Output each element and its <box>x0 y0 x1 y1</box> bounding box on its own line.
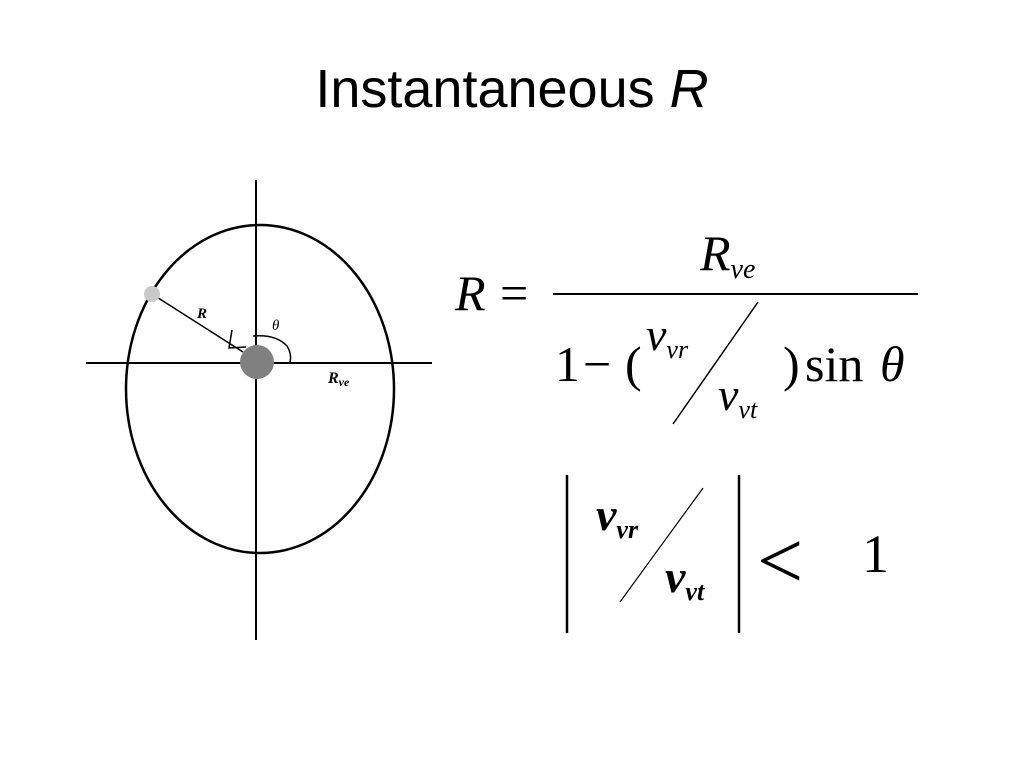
eq1-equals: = <box>500 265 528 321</box>
eq1-den-rparen: ) <box>783 336 800 392</box>
rve-label-sub: ve <box>339 375 350 389</box>
rve-label: Rve <box>327 370 350 389</box>
central-body <box>240 345 274 379</box>
eq1-inner-slash <box>672 301 759 425</box>
eq1-den-lparen: ( <box>625 336 642 392</box>
title-main-text: Instantaneous <box>315 59 655 119</box>
eq2-top-sub: vr <box>616 515 639 544</box>
eq2-bottom-main: v <box>665 551 686 602</box>
eq2-top: vvr <box>596 489 639 544</box>
eq1-num-main: R <box>699 225 731 281</box>
eq1-den-sin: sin <box>805 336 863 392</box>
eq1-inner-top-sub: vr <box>666 335 689 364</box>
eq1-den-theta: θ <box>880 336 905 392</box>
theta-arc <box>252 334 292 363</box>
equation-velocity-ratio-condition: vvr vvt < 1 <box>565 475 889 633</box>
eq2-slash <box>619 487 704 603</box>
eq1-inner-bottom-sub: vt <box>738 395 758 424</box>
orbiting-body <box>144 286 160 302</box>
eq2-less-than-symbol: < <box>757 515 803 606</box>
radius-line <box>151 293 244 353</box>
eq1-numerator: Rve <box>699 225 755 285</box>
radius-label: R <box>196 306 207 322</box>
eq2-bottom-sub: vt <box>685 577 705 606</box>
eq1-inner-top-main: v <box>646 309 667 360</box>
orbit-ellipse <box>124 223 396 555</box>
eq1-lhs: R <box>454 265 486 321</box>
title-variable-text: R <box>669 59 709 119</box>
eq1-num-sub: ve <box>731 254 756 285</box>
eq1-inner-bottom-main: v <box>718 369 739 420</box>
eq1-inner-bottom: vvt <box>718 369 758 424</box>
eq2-bottom: vvt <box>665 551 705 606</box>
eq1-den-one: 1 <box>555 336 580 392</box>
theta-label: θ <box>272 318 280 334</box>
rve-label-main: R <box>327 370 339 387</box>
radius-arrow-head <box>228 329 247 349</box>
eq2-rhs: 1 <box>862 524 889 584</box>
eq1-inner-top: vvr <box>646 309 689 364</box>
equation-instantaneous-r: R = Rve 1 − ( vvr vvt ) sin θ <box>454 225 918 425</box>
eq1-den-minus: − <box>583 336 611 392</box>
eq2-top-main: v <box>596 489 617 540</box>
slide-title: Instantaneous R <box>0 62 1024 116</box>
